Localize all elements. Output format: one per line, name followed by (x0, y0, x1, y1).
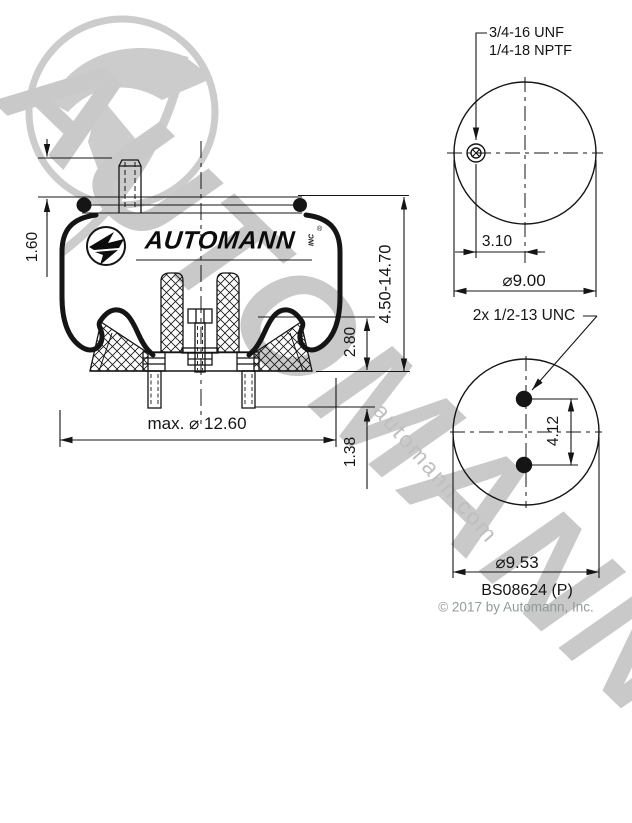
top-view-dimension-lines (453, 160, 597, 297)
dim-max-diameter: max. ⌀ 12.60 (147, 414, 247, 433)
dim-plate-height: 1.60 (24, 231, 41, 263)
air-port-symbol (466, 143, 486, 163)
brand-logo-text: AUTOMANN (143, 226, 297, 255)
dim-stud-length: 1.38 (342, 436, 359, 468)
air-spring-technical-drawing: AUTOMANNINC® automann.com (0, 7, 632, 787)
dim-port-offset: 3.10 (481, 233, 513, 250)
copyright-text: © 2017 by Automann, Inc. (438, 599, 594, 615)
brand-logo-reg: ® (317, 226, 323, 233)
dim-top-diameter: ⌀9.00 (502, 271, 546, 290)
dim-bottom-diameter: ⌀9.53 (495, 553, 539, 572)
bottom-view-linework (450, 315, 602, 508)
part-number: BS08624 (P) (481, 582, 573, 599)
label-port-thread-1: 3/4-16 UNF (489, 25, 564, 41)
side-view-dimension-lines (38, 139, 410, 489)
drawing-linework (38, 32, 603, 578)
side-view-linework (59, 141, 343, 424)
brand-logo-inc: INC (308, 233, 316, 247)
label-stud-thread: 2x 1/2-13 UNC (472, 307, 576, 324)
dim-bumper-height: 2.80 (342, 326, 359, 358)
dim-stud-spacing: 4.12 (545, 415, 562, 447)
top-view-linework (447, 32, 603, 263)
bottom-view-dimension-lines (452, 398, 600, 578)
stud-hole-top (515, 390, 533, 408)
dim-height-range: 4.50-14.70 (376, 244, 395, 324)
label-port-thread-2: 1/4-18 NPTF (489, 43, 572, 59)
stud-hole-bottom (515, 456, 533, 474)
